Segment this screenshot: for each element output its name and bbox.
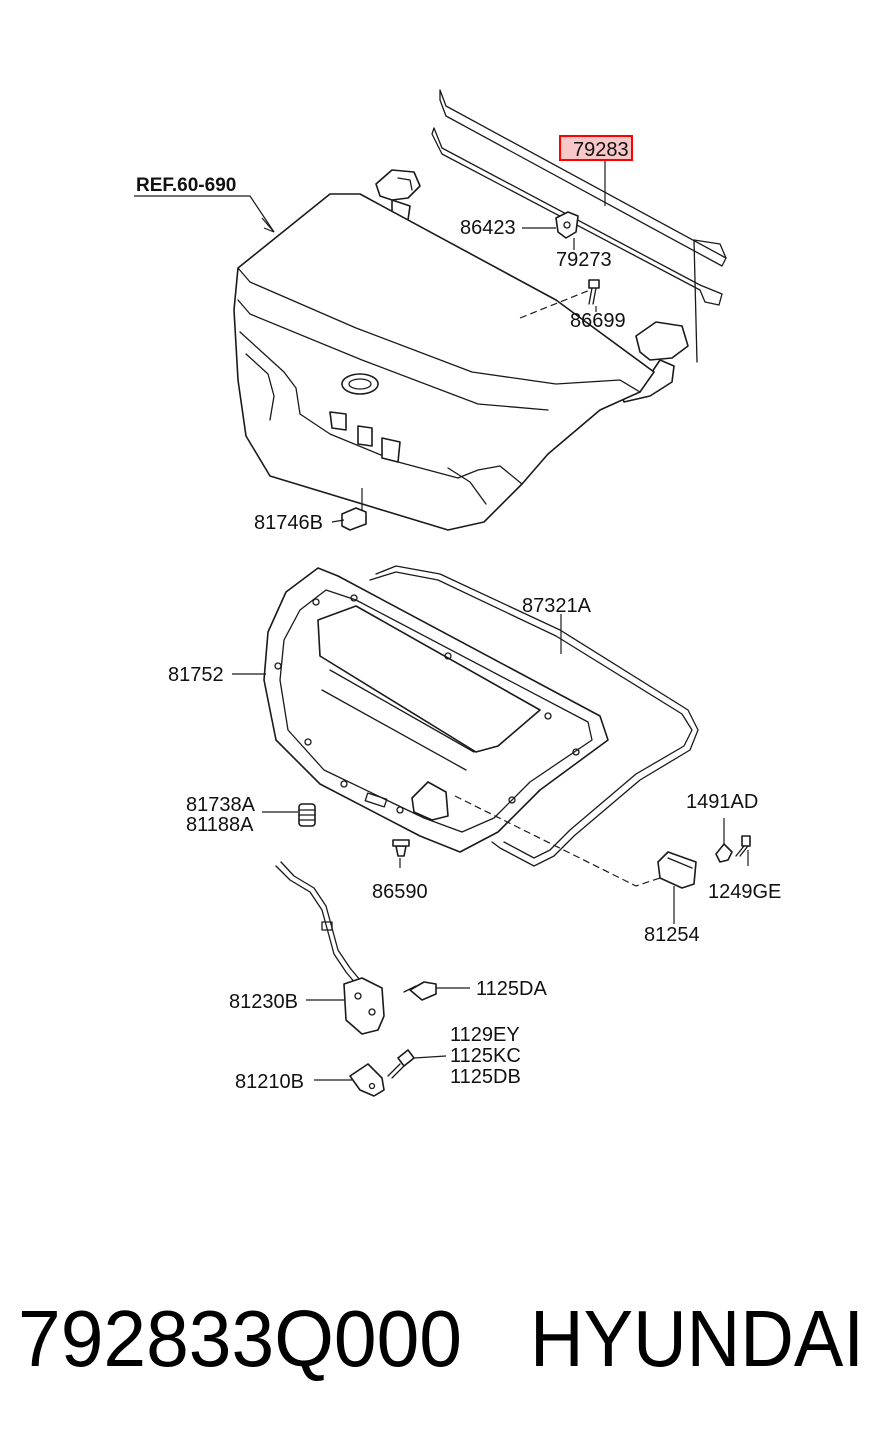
bolt-1125DA xyxy=(403,981,437,1001)
label-1491AD: 1491AD xyxy=(686,791,758,813)
label-1125KC: 1125KC xyxy=(450,1045,521,1067)
highlight-box xyxy=(559,135,633,161)
label-1125DA: 1125DA xyxy=(476,978,547,1000)
label-1249GE: 1249GE xyxy=(708,881,781,903)
label-86590: 86590 xyxy=(372,881,428,903)
label-1129EY: 1129EY xyxy=(450,1024,520,1046)
handle-81254 xyxy=(657,851,697,889)
label-86423: 86423 xyxy=(460,217,516,239)
label-81254: 81254 xyxy=(644,924,700,946)
label-81746B: 81746B xyxy=(254,512,323,534)
label-79283: 79283 xyxy=(573,139,629,161)
leader-lines xyxy=(134,160,749,1081)
weatherstrip-87321A xyxy=(369,565,699,867)
label-87321A: 87321A xyxy=(522,595,592,617)
screw-1249GE xyxy=(735,835,751,857)
callout-labels: REF.60-690 79283 86423 79273 86699 81746… xyxy=(136,139,781,1093)
bumper-pad-81746B xyxy=(341,507,367,531)
clip-86423 xyxy=(555,211,579,239)
footer-brand: HYUNDAI xyxy=(530,1294,864,1383)
label-81230B: 81230B xyxy=(229,991,298,1013)
label-79273: 79273 xyxy=(556,249,612,271)
label-81752: 81752 xyxy=(168,664,224,686)
clip-1491AD xyxy=(715,843,733,863)
latch-81230B xyxy=(343,977,385,1035)
striker-81210B xyxy=(349,1063,385,1097)
label-81210B: 81210B xyxy=(235,1071,304,1093)
trunk-lid-panel xyxy=(233,193,655,531)
label-81188A: 81188A xyxy=(186,814,254,836)
release-cable xyxy=(275,861,361,985)
bolt-86699 xyxy=(588,279,600,305)
ref-label: REF.60-690 xyxy=(136,175,236,196)
bumper-81738A xyxy=(298,803,316,827)
bolt-1125KC xyxy=(387,1049,415,1079)
footer: 792833Q000 HYUNDAI xyxy=(18,1294,864,1383)
label-81738A: 81738A xyxy=(186,794,256,816)
fastener-86590 xyxy=(392,839,410,857)
label-1125DB: 1125DB xyxy=(450,1066,521,1088)
footer-part-number: 792833Q000 xyxy=(18,1294,462,1383)
label-86699: 86699 xyxy=(570,310,626,332)
trunk-lid-trim-81752 xyxy=(263,567,609,853)
